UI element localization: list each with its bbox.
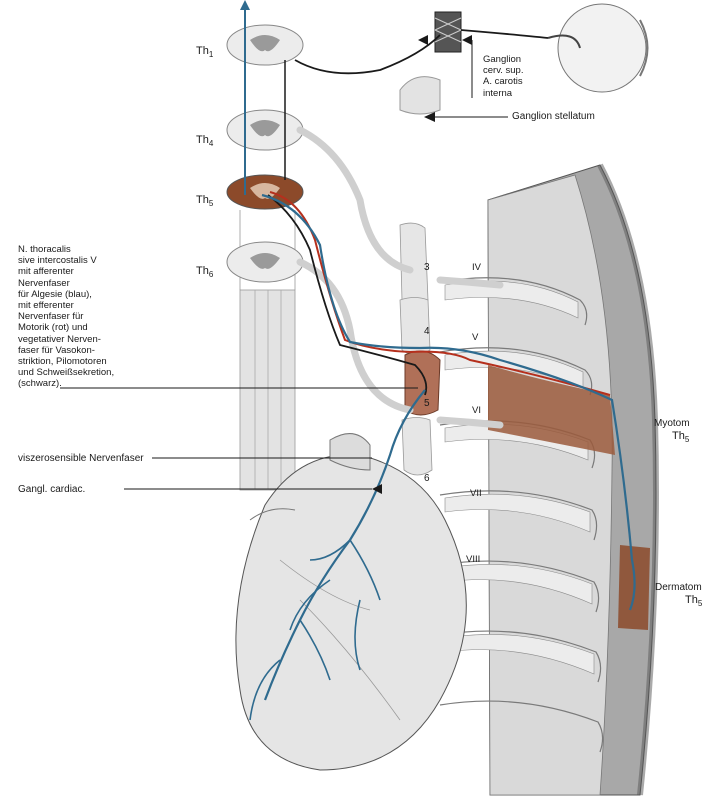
- rib-numeral-v: V: [472, 332, 479, 343]
- heart: [235, 433, 467, 771]
- ascending-arrowhead: [240, 0, 250, 10]
- spinal-cord-column: [239, 210, 296, 491]
- rib-ix: [439, 630, 602, 683]
- body-wall-skin: [597, 163, 659, 796]
- ganglion-number-4: 4: [424, 326, 430, 337]
- dermatom-segment: Th5: [685, 594, 703, 608]
- rib-v: [439, 347, 593, 396]
- segment-label-th4: Th4: [196, 134, 214, 148]
- vegetative-fiber-up: [294, 34, 441, 75]
- ganglion-number-5: 5: [424, 398, 430, 409]
- ganglion-cervical-label: Ganglion cerv. sup. A. carotis interna: [483, 54, 524, 99]
- segment-label-th5: Th5: [196, 194, 214, 208]
- segment-label-th1: Th1: [196, 45, 214, 59]
- segment-th1: [226, 24, 304, 66]
- dermatom-label: Dermatom Th5: [655, 582, 702, 610]
- myotom-label: Myotom Th5: [654, 418, 690, 446]
- stellatum-arrow: [424, 112, 435, 122]
- eye: [547, 3, 649, 93]
- myotom-name: Myotom: [654, 418, 690, 429]
- rib-viii: [439, 560, 600, 613]
- sympathetic-trunk: [399, 222, 433, 476]
- rib-iv: [439, 277, 588, 326]
- rib-numeral-iv: IV: [472, 262, 481, 273]
- vegetative-fiber-black: [267, 194, 428, 396]
- myotome-band: [488, 365, 615, 455]
- cardiac-branches: [249, 539, 381, 721]
- rib-numeral-vi: VI: [472, 405, 481, 416]
- myotom-segment: Th5: [672, 430, 690, 444]
- rib-numeral-viii: VIII: [466, 554, 481, 565]
- carotid-arrow-2: [462, 35, 472, 45]
- cardiac-ganglion-label: Gangl. cardiac.: [18, 484, 86, 495]
- ganglion-number-3: 3: [424, 262, 430, 273]
- rib-numeral-vii: VII: [470, 488, 482, 499]
- ganglion-number-6: 6: [424, 473, 430, 484]
- carotid-ganglion: [434, 11, 462, 53]
- carotid-arrow-1: [418, 35, 428, 45]
- segment-label-th6: Th6: [196, 265, 214, 279]
- visceral-fiber-label: viszerosensible Nervenfaser: [18, 453, 144, 464]
- rib-x: [439, 700, 604, 753]
- rib-vii: [439, 490, 598, 541]
- leader-lines: [60, 40, 508, 490]
- efferent-fiber-red: [269, 191, 611, 396]
- segment-th6: [226, 241, 304, 283]
- ganglion-stellatum-label: Ganglion stellatum: [512, 111, 595, 122]
- rib-bands: [444, 280, 595, 675]
- segment-th4: [226, 109, 304, 151]
- afferent-fiber-blue: [261, 193, 636, 611]
- stellate-ganglion-body: [404, 350, 441, 416]
- spinal-nerve-roots: [296, 126, 504, 429]
- cervical-ganglion-shape: [399, 76, 441, 115]
- cardiac-arrow: [372, 484, 382, 494]
- nerve-description-label: N. thoracalis sive intercostalis V mit a…: [18, 244, 115, 390]
- dermatom-name: Dermatom: [655, 582, 702, 593]
- vegetative-fiber-carotid: [460, 29, 549, 39]
